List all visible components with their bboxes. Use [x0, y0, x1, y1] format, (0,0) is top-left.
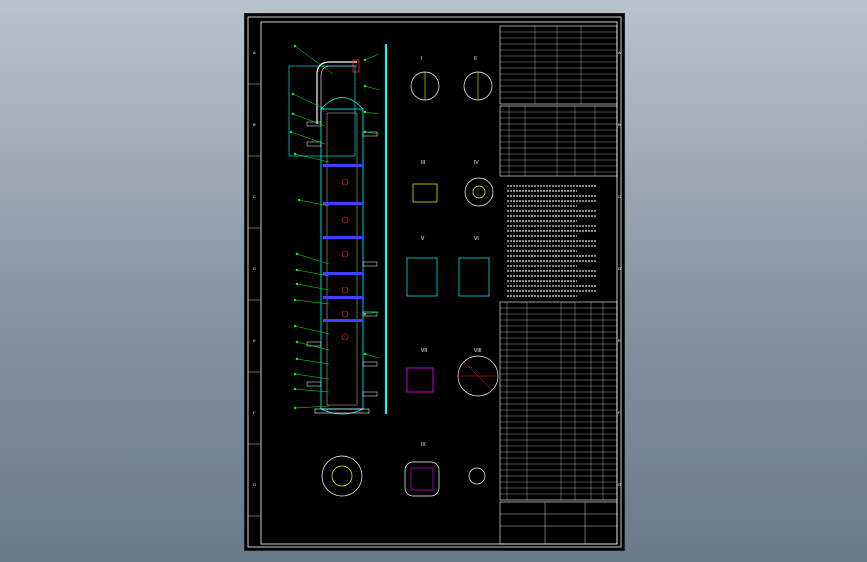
manhole — [341, 286, 349, 294]
outer-frame — [247, 16, 622, 548]
nozzle — [306, 341, 322, 347]
column-nozzles — [306, 121, 378, 397]
inner-frame — [260, 21, 618, 545]
column-elevation — [288, 44, 387, 415]
detail-iv — [464, 177, 494, 207]
nozzle — [362, 361, 378, 367]
detail-label: VIII — [474, 348, 482, 354]
title-block — [499, 501, 618, 545]
nozzle-table — [499, 105, 618, 177]
detail-label: II — [474, 56, 477, 62]
zone-letter: C — [618, 194, 621, 199]
tray — [323, 164, 363, 167]
technical-notes — [507, 185, 597, 297]
detail-vi — [458, 257, 490, 297]
detail-v — [406, 257, 438, 297]
zone-letter: B — [253, 122, 256, 127]
manhole — [341, 310, 349, 318]
zone-letter: C — [253, 194, 256, 199]
nozzle — [362, 131, 378, 137]
detail-label: VII — [421, 348, 427, 354]
tray — [323, 236, 363, 239]
zone-letter: E — [253, 338, 256, 343]
base-plan — [321, 455, 363, 497]
manhole — [341, 250, 349, 258]
nozzle — [306, 121, 322, 127]
nozzle — [362, 391, 378, 397]
column-trays — [323, 164, 363, 341]
nozzle — [362, 311, 378, 317]
callout-leaders — [289, 44, 380, 410]
tray — [323, 319, 363, 322]
detail-label: I — [421, 56, 422, 62]
zone-letter: A — [618, 50, 621, 55]
zone-letter: D — [618, 266, 621, 271]
detail-iii — [412, 183, 438, 203]
detail-vii — [406, 367, 434, 393]
design-data-table — [499, 25, 618, 105]
base-plan-inner — [331, 465, 353, 487]
detail-ix — [404, 461, 440, 497]
zone-letter: G — [253, 482, 256, 487]
small-detail — [468, 467, 486, 485]
zone-letter: G — [618, 482, 621, 487]
manhole — [341, 333, 349, 341]
tray — [323, 272, 363, 275]
zone-letter: E — [618, 338, 621, 343]
zone-letter: B — [618, 122, 621, 127]
zone-letter: D — [253, 266, 256, 271]
manhole — [341, 178, 349, 186]
tray — [323, 202, 363, 205]
detail-label: V — [421, 236, 425, 242]
zone-letter: F — [253, 410, 256, 415]
nozzle — [362, 261, 378, 267]
nozzle — [306, 141, 322, 147]
zone-letter: A — [253, 50, 256, 55]
nozzle — [306, 381, 322, 387]
detail-label: IX — [421, 442, 426, 448]
detail-label: III — [421, 160, 425, 166]
manhole — [341, 216, 349, 224]
zone-letter: F — [618, 410, 621, 415]
detail-iv-hub — [472, 185, 486, 199]
detail-label: IV — [474, 160, 479, 166]
parts-list — [499, 301, 618, 501]
tray — [323, 296, 363, 299]
detail-label: VI — [474, 236, 479, 242]
zone-markers: A A B B C C D D E E F F G G — [248, 50, 621, 517]
